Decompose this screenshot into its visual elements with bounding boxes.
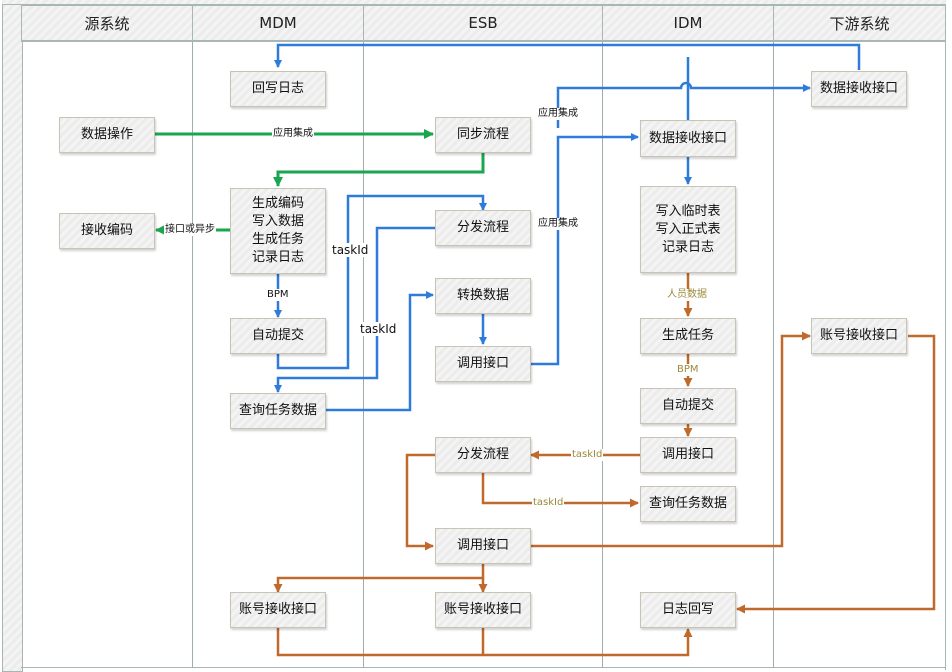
node-esb-call-interface[interactable]: 调用接口 [435, 346, 531, 382]
edge-down-to-mdm-writeback [274, 43, 861, 70]
node-mdm-auto-submit[interactable]: 自动提交 [230, 318, 326, 354]
edge-label-interface-or-async: 接口或异步 [164, 224, 216, 236]
node-mdm-writeback-log[interactable]: 回写日志 [230, 71, 326, 107]
lane-divider [773, 42, 774, 668]
edge-label-app-integration: 应用集成 [272, 128, 314, 140]
top-strip [2, 0, 946, 5]
edge-label-person-data: 人员数据 [666, 289, 708, 301]
edge-label-taskid: taskId [571, 449, 604, 461]
edge-label-taskid: taskId [331, 243, 370, 257]
node-esb-dispatch-flow-2[interactable]: 分发流程 [435, 437, 531, 473]
node-down-account-receive[interactable]: 账号接收接口 [811, 318, 907, 354]
edge-app-integration-to-idm [531, 133, 639, 366]
edge-esb-app-integration-to-down [556, 81, 811, 128]
edge-dispatch-to-query [274, 226, 435, 393]
edge-label-bpm: BPM [266, 289, 290, 301]
lane-header-downstream-system: 下游系统 [773, 5, 946, 42]
edge-esb-dispatch-to-call [405, 453, 435, 551]
node-esb-convert-data[interactable]: 转换数据 [435, 278, 531, 314]
node-down-data-receive[interactable]: 数据接收接口 [811, 71, 907, 107]
node-idm-log-writeback[interactable]: 日志回写 [640, 592, 736, 628]
node-mdm-account-receive[interactable]: 账号接收接口 [230, 592, 326, 628]
edge-call-to-mdm-account [273, 564, 485, 593]
node-esb-call-interface-2[interactable]: 调用接口 [435, 528, 531, 564]
lane-header-source-system: 源系统 [21, 5, 193, 42]
node-idm-generate-task[interactable]: 生成任务 [640, 318, 736, 354]
node-esb-dispatch-flow[interactable]: 分发流程 [435, 210, 531, 246]
bottom-border [21, 667, 945, 668]
lane-header-idm: IDM [602, 5, 774, 42]
node-idm-query-task-data[interactable]: 查询任务数据 [640, 486, 736, 522]
node-idm-call-interface[interactable]: 调用接口 [640, 437, 736, 473]
edge-label-bpm: BPM [676, 364, 700, 376]
edge-auto-submit-to-dispatch [276, 194, 487, 370]
edge-label-taskid: taskId [359, 322, 398, 336]
node-src-receive-code[interactable]: 接收编码 [59, 213, 155, 249]
node-idm-auto-submit[interactable]: 自动提交 [640, 388, 736, 424]
lane-divider [192, 42, 193, 668]
lane-divider [363, 42, 364, 668]
node-src-data-operation[interactable]: 数据操作 [59, 117, 155, 153]
right-border [945, 4, 946, 670]
edge-esb-call-to-down-account [531, 331, 811, 548]
edge-label-app-integration: 应用集成 [537, 218, 579, 230]
edge-label-app-integration: 应用集成 [537, 108, 579, 120]
node-esb-sync-flow[interactable]: 同步流程 [435, 117, 531, 153]
node-esb-account-receive[interactable]: 账号接收接口 [435, 592, 531, 628]
lane-header-esb: ESB [363, 5, 603, 42]
node-idm-write-tables[interactable]: 写入临时表 写入正式表 记录日志 [640, 186, 736, 273]
lane-divider [602, 42, 603, 668]
node-mdm-query-task-data[interactable]: 查询任务数据 [230, 393, 326, 429]
node-idm-data-receive[interactable]: 数据接收接口 [640, 120, 736, 157]
node-mdm-generate-code[interactable]: 生成编码 写入数据 生成任务 记录日志 [230, 188, 326, 274]
edge-esb-dispatch-to-idm-query [481, 473, 639, 508]
edge-down-account-to-log [736, 334, 936, 614]
edge-query-to-convert [326, 291, 434, 412]
edge-label-taskid: taskId [532, 497, 565, 509]
edge-sync-to-generate [273, 153, 485, 187]
